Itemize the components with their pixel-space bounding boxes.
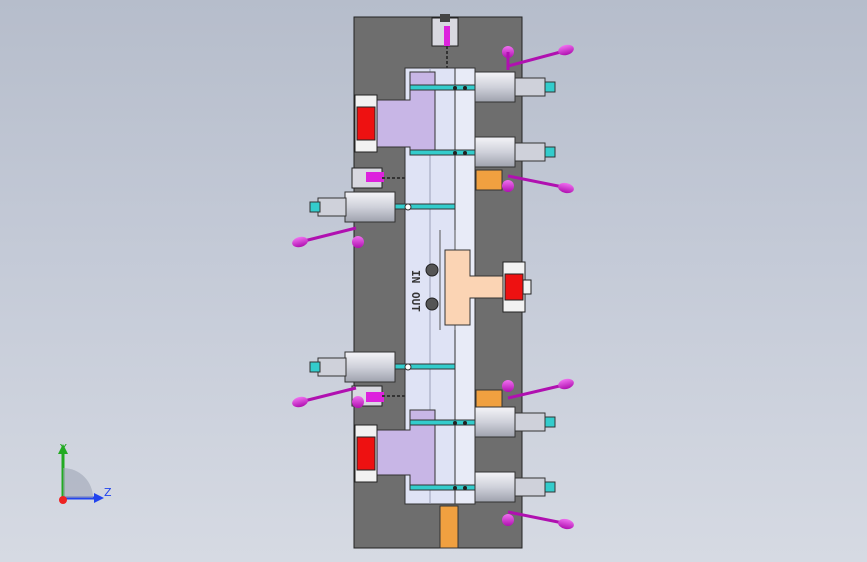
orange-stop-block-bottom [439, 505, 459, 549]
left-sensor-upper[interactable] [351, 167, 405, 189]
top-sensor-assembly[interactable] [431, 14, 459, 68]
center-slider-locator[interactable] [444, 249, 532, 326]
engraving-out-label: OUT [409, 292, 422, 312]
axis-triad: Y Z [58, 442, 112, 504]
out-indicator-hole [425, 297, 439, 311]
toggle-clamp-handle-upper-right[interactable] [502, 174, 575, 195]
toggle-clamp-handle-top[interactable] [502, 43, 575, 70]
right-clamp-cylinder-3[interactable] [409, 406, 556, 438]
in-indicator-hole [425, 263, 439, 277]
right-clamp-cylinder-4[interactable] [409, 471, 556, 503]
x-axis-dot [59, 496, 67, 504]
toggle-clamp-handle-upper-left[interactable] [291, 226, 364, 249]
bottom-locator-pin [356, 436, 376, 471]
right-clamp-cylinder-1[interactable] [409, 71, 556, 103]
top-locator-pin [356, 106, 376, 141]
left-clamp-cylinder-lower[interactable] [309, 351, 456, 383]
toggle-clamp-handle-bottom[interactable] [502, 510, 575, 531]
z-axis-label: Z [104, 486, 112, 499]
y-axis-label: Y [59, 442, 67, 455]
toggle-clamp-handle-lower-right[interactable] [502, 377, 575, 400]
toggle-clamp-handle-lower-left[interactable] [291, 386, 364, 409]
left-clamp-cylinder-upper[interactable] [309, 191, 456, 223]
orange-stop-block-upper [475, 169, 503, 191]
engraving-in-label: IN [409, 270, 422, 283]
x-axis-plane [63, 468, 93, 498]
right-clamp-cylinder-2[interactable] [409, 136, 556, 168]
